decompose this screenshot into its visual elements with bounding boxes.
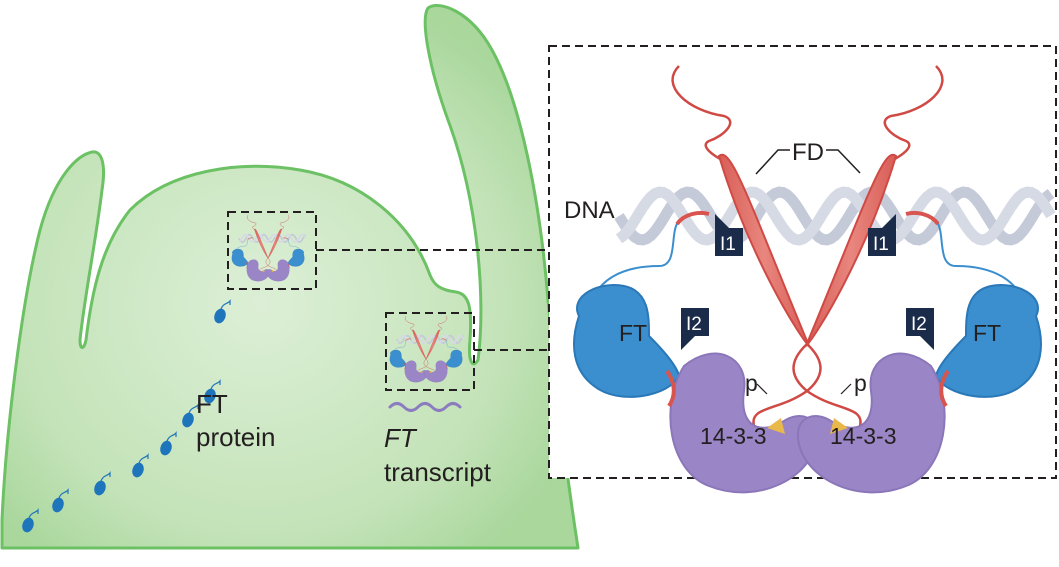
i1-interface-left [675,210,710,226]
i1-interface-left [405,338,411,341]
mini-complex-upper [231,214,307,282]
ft-label-right: FT [973,320,1001,346]
ft-protein-particles [22,299,231,533]
mini-complex-lower [389,315,465,383]
ft-protein-right [934,284,1042,398]
phospho-site-left [261,269,265,273]
protein-14-3-3-right [796,352,946,494]
ft-protein-left [231,248,249,267]
fd-tail-right [279,214,290,230]
phospho-site-right [830,418,848,434]
fd-tail-left [671,65,732,163]
inset-box [548,45,1057,479]
fd-label: FD [792,139,824,166]
p-leader-right [840,383,852,395]
fd-tail-right [883,65,944,163]
i1-tag-right: I1 [868,214,896,256]
ft-protein-left [389,349,407,368]
fd-tail-left [246,214,257,230]
dna-strand [238,233,307,243]
zoom-box-upper [227,211,317,290]
p-label-right: p [854,370,867,396]
i1-interface-left [247,237,253,240]
i2-tag-right-box [906,308,934,336]
dna-helix [238,233,307,243]
ft-protein-label-line2: protein [196,422,276,452]
i2-tag-right: I2 [906,308,934,350]
ft-protein-particle [22,508,39,533]
i1-tag-left-pointer [715,214,729,228]
ft-protein-particle [214,299,231,324]
dna-strand [238,233,307,243]
ft-protein-particle [160,431,177,456]
i1-tag-left-box [715,228,743,256]
i2-interface-right [939,369,950,408]
ft-protein-label-line1: FT [196,389,228,419]
tissue-outline [0,3,580,550]
i2-tag-left-pointer [681,336,695,350]
i1-interface-right [283,237,289,240]
i2-interface-right [446,363,449,369]
ft-protein-particle [94,471,111,496]
ft-protein-right [445,349,463,368]
dna-strand [614,186,1055,246]
phospho-site-right [429,370,433,374]
i2-tag-left-text: I2 [686,314,702,335]
i1-tag-left: I1 [715,214,743,256]
fd-leader-right [826,149,861,174]
fd-callout: FD [755,139,861,175]
protein-14-3-3-label-left: 14-3-3 [700,423,766,449]
fd-tail-right [437,315,448,331]
fd-leader-left [755,149,790,175]
i2-tag-left-box [681,308,709,336]
zoom-box-lower [385,312,475,391]
dna-strand [396,334,465,344]
ft-protein-particle [132,453,149,478]
ft-transcript-squiggle [388,402,462,412]
dna-helix [396,334,465,344]
i2-interface-left [665,369,676,408]
ft-transcript-label-line1: FT [384,423,418,453]
ft-protein-right [287,248,305,267]
i1-tag-right-box [868,228,896,256]
protein-14-3-3-right [424,360,448,383]
phospho-site-left [419,370,423,374]
i2-tag-right-text: I2 [911,314,927,335]
i1-interface-right [905,210,940,226]
dna-strand [396,334,465,344]
fd-tail-left [404,315,415,331]
phospho-site-left [767,418,785,434]
i2-interface-left [404,363,406,369]
tissue-fade [0,480,590,567]
i1-interface-right [441,338,447,341]
dna-strand [615,186,1056,246]
ft-protein-left [573,284,681,398]
phospho-site-right [271,269,275,273]
i1-tag-left-text: I1 [720,234,736,255]
p-label-left: p [745,370,758,396]
i2-interface-right [288,262,291,268]
shoot-apex-tissue [0,3,590,567]
i2-tag-left: I2 [681,308,709,350]
p-leader-left [756,383,768,395]
i2-tag-right-pointer [920,336,934,350]
ft-protein-particle [182,403,199,428]
ft-protein-particle [52,488,69,513]
i2-interface-left [246,262,248,268]
ft-transcript-label-line2: transcript [384,457,492,487]
protein-14-3-3-right [266,259,290,282]
dna-label: DNA [564,197,615,224]
i1-tag-right-pointer [882,214,896,228]
dna-helix [614,186,1056,246]
ft-label-left: FT [619,320,647,346]
ft-protein-particle [204,379,221,404]
i1-tag-right-text: I1 [873,234,889,255]
protein-14-3-3-label-right: 14-3-3 [830,423,896,449]
